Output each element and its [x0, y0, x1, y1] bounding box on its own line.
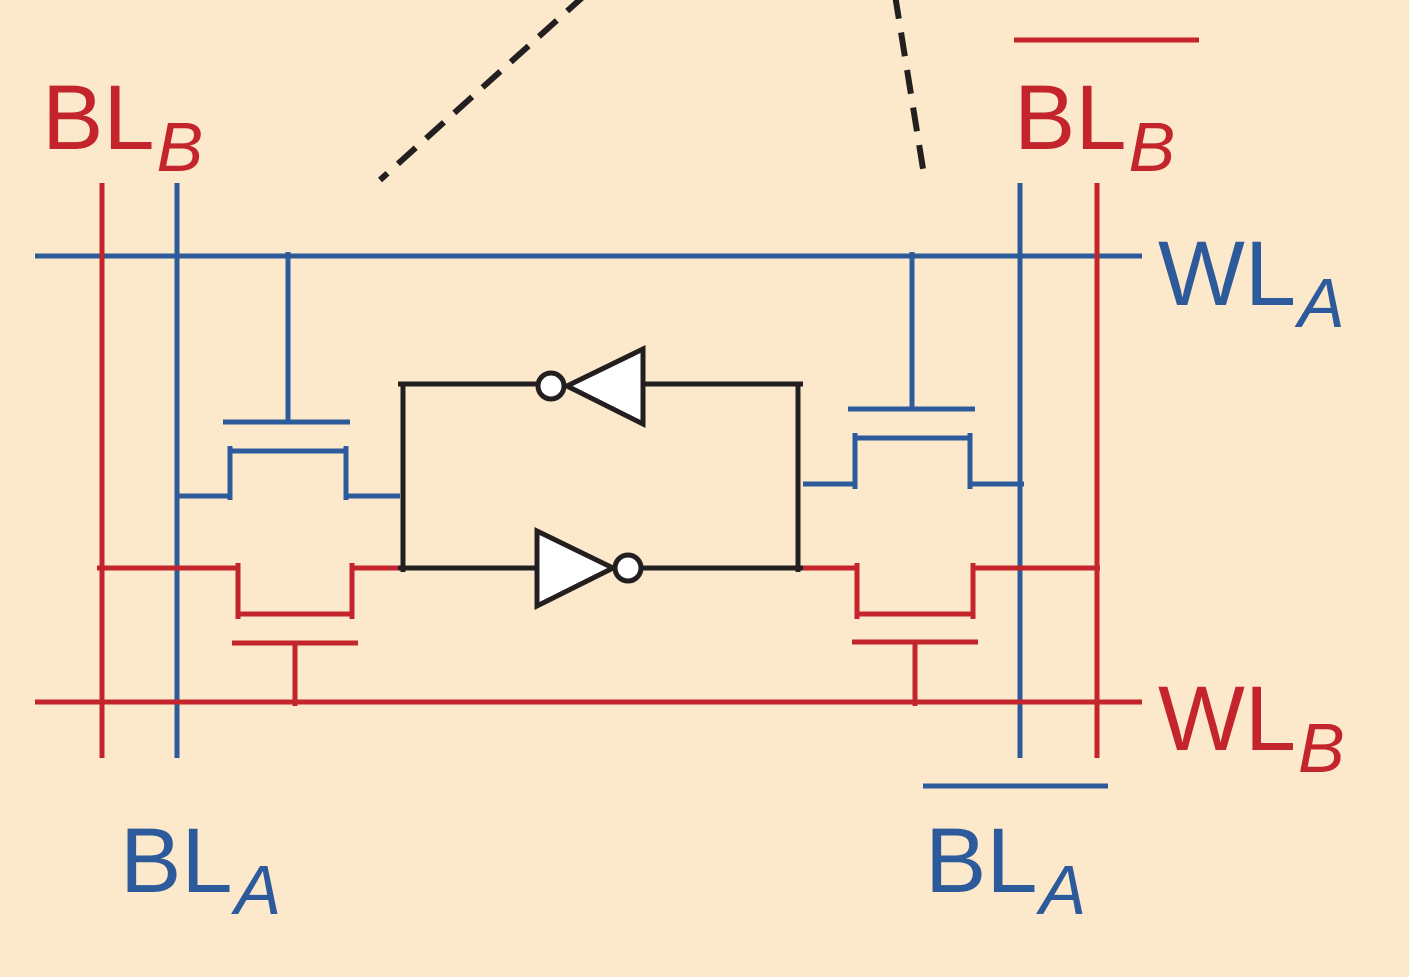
label-main: BL — [42, 67, 155, 169]
label-main: BL — [1014, 67, 1127, 169]
label-bl-b-bar: BLB — [1014, 72, 1175, 182]
port-b-wiring — [35, 37, 1199, 758]
callout-line-left — [377, 0, 584, 183]
label-main: BL — [120, 810, 233, 912]
label-subscript: A — [234, 851, 282, 929]
access-transistor-a-left — [177, 252, 400, 500]
access-transistor-a-right — [803, 252, 1024, 489]
port-a-wiring — [35, 183, 1142, 789]
access-transistor-b-right — [800, 563, 1100, 706]
label-subscript: B — [1128, 108, 1176, 186]
label-wl-a: WLA — [1158, 228, 1345, 338]
label-subscript: B — [156, 108, 204, 186]
inverter-latch — [398, 345, 803, 611]
callout-dashed-lines — [377, 0, 927, 183]
label-bl-b-left: BLB — [42, 72, 203, 182]
inverter-bottom-icon — [534, 527, 644, 611]
label-main: BL — [925, 810, 1038, 912]
label-bl-a-bar: BLA — [925, 815, 1086, 925]
label-subscript: A — [1298, 264, 1345, 342]
label-wl-b: WLB — [1158, 673, 1345, 783]
inverter-top-icon — [535, 345, 646, 429]
callout-line-right — [892, 0, 927, 176]
label-main: WL — [1158, 223, 1296, 325]
label-bl-a-left: BLA — [120, 815, 281, 925]
access-transistor-b-left — [97, 563, 404, 706]
label-subscript: A — [1039, 851, 1087, 929]
label-main: WL — [1158, 668, 1296, 770]
label-subscript: B — [1298, 709, 1345, 787]
